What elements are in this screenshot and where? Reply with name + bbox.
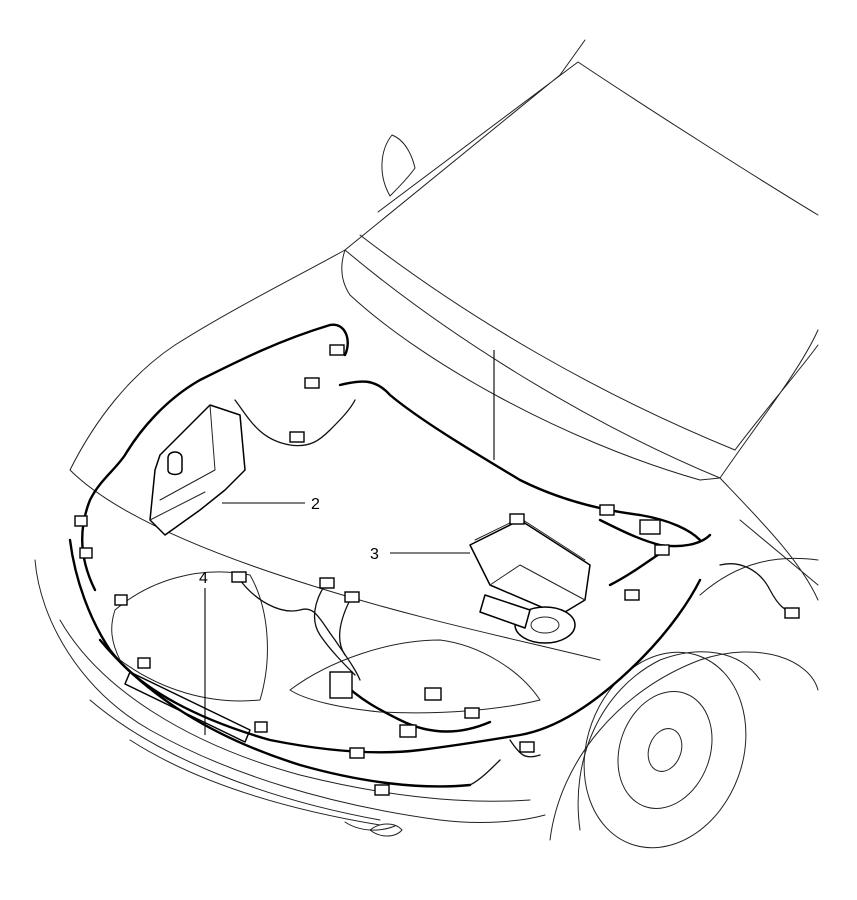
connector xyxy=(464,707,480,719)
hood-outline xyxy=(69,249,721,661)
connector xyxy=(399,724,417,738)
connector xyxy=(519,741,535,753)
connector xyxy=(254,721,268,733)
connector xyxy=(639,519,661,535)
callout-2: 2 xyxy=(311,496,320,513)
connector xyxy=(329,671,353,699)
booster-inner xyxy=(530,616,560,634)
connector xyxy=(349,747,365,759)
harness-branch-b xyxy=(313,584,356,676)
front-bumper xyxy=(34,559,546,831)
callout-labels: 2 3 4 xyxy=(199,496,379,587)
harness-reservoir xyxy=(234,399,356,447)
support-bar xyxy=(124,671,251,743)
connector xyxy=(137,657,151,669)
wiring-harness xyxy=(68,323,800,796)
connector xyxy=(289,431,305,443)
connector xyxy=(231,571,247,583)
windshield-outline xyxy=(344,39,819,479)
connector xyxy=(114,594,128,606)
fog-light xyxy=(369,823,403,837)
connector xyxy=(79,547,93,559)
reservoir-cap xyxy=(167,451,183,476)
master-cylinder xyxy=(479,594,531,629)
harness-fender xyxy=(719,563,796,613)
connector xyxy=(599,504,615,516)
harness-bumper-lower xyxy=(98,638,472,788)
harness-main-left xyxy=(81,323,349,592)
harness-branch-a xyxy=(239,579,361,681)
connectors xyxy=(74,344,800,796)
callout-3: 3 xyxy=(370,546,379,563)
washer-reservoir xyxy=(149,404,246,536)
wheel-arch xyxy=(549,651,819,841)
wheel-hub xyxy=(647,728,683,772)
tire-outer xyxy=(577,651,761,831)
connector xyxy=(374,784,390,796)
harness-wheel xyxy=(469,739,541,786)
connector xyxy=(319,577,335,589)
harness-front-bumper xyxy=(68,538,702,754)
wheel-rim xyxy=(617,691,713,809)
harness-headlight xyxy=(338,678,492,733)
car-body xyxy=(34,39,819,849)
connector xyxy=(424,687,442,701)
fender-outline xyxy=(699,477,819,601)
leader-lines xyxy=(204,350,495,735)
a-pillar xyxy=(719,329,819,479)
harness-branch-c xyxy=(338,599,351,656)
connector xyxy=(329,344,345,356)
side-mirror xyxy=(381,134,416,197)
front-wheel xyxy=(583,651,747,849)
connector xyxy=(654,544,670,556)
connector xyxy=(624,589,640,601)
headlight xyxy=(289,639,541,714)
harness-cowl xyxy=(338,380,702,542)
connector xyxy=(784,607,800,619)
connector xyxy=(304,377,320,389)
connector xyxy=(509,513,525,525)
reservoir-detail xyxy=(149,404,216,521)
grille xyxy=(111,571,268,702)
connector xyxy=(344,591,360,603)
connector xyxy=(74,515,88,527)
engine-bay xyxy=(124,404,591,743)
callout-4: 4 xyxy=(199,570,208,587)
